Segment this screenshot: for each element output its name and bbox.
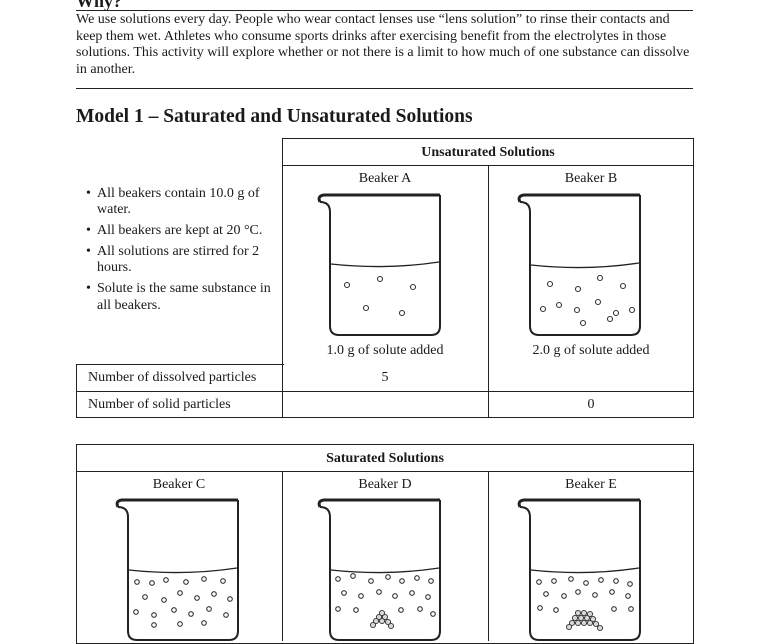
- beaker-a-drawing: [317, 193, 441, 336]
- saturated-column-divider: [282, 471, 283, 641]
- beaker-a-dissolved-value: 5: [381, 370, 389, 385]
- beaker-e-label: Beaker E: [565, 477, 617, 492]
- clipped-heading: Why?: [76, 0, 123, 11]
- beaker-d-label: Beaker D: [358, 477, 412, 492]
- beaker-d-drawing: [317, 498, 441, 641]
- model-title: Model 1 – Saturated and Unsaturated Solu…: [76, 106, 473, 127]
- beaker-a-caption: 1.0 g of solute added: [326, 343, 444, 358]
- column-divider: [488, 165, 489, 418]
- beaker-c-label: Beaker C: [152, 477, 206, 492]
- saturated-header: Saturated Solutions: [326, 451, 444, 466]
- saturated-header-divider: [76, 471, 694, 472]
- condition-item: All beakers are kept at 20 °C.: [86, 223, 282, 240]
- beaker-b-caption: 2.0 g of solute added: [532, 343, 650, 358]
- saturated-column-divider: [488, 471, 489, 641]
- beaker-b-drawing: [517, 193, 641, 336]
- beaker-c-drawing: [115, 498, 239, 641]
- beaker-b-label: Beaker B: [564, 171, 618, 186]
- top-rule: [76, 10, 693, 11]
- intro-bottom-rule: [76, 88, 693, 89]
- solid-particles-label: Number of solid particles: [88, 397, 231, 412]
- beaker-e-drawing: [517, 498, 641, 641]
- dissolved-particles-label: Number of dissolved particles: [88, 370, 257, 385]
- condition-item: All beakers contain 10.0 g of water.: [86, 186, 282, 219]
- row-divider: [76, 391, 694, 392]
- condition-item: All solutions are stirred for 2 hours.: [86, 244, 282, 277]
- beaker-a-label: Beaker A: [358, 171, 412, 186]
- conditions-list: All beakers contain 10.0 g of water. All…: [86, 186, 282, 318]
- intro-paragraph: We use solutions every day. People who w…: [76, 12, 690, 77]
- condition-item: Solute is the same substance in all beak…: [86, 281, 282, 314]
- beaker-b-solid-value: 0: [587, 397, 595, 412]
- unsaturated-header: Unsaturated Solutions: [421, 145, 555, 160]
